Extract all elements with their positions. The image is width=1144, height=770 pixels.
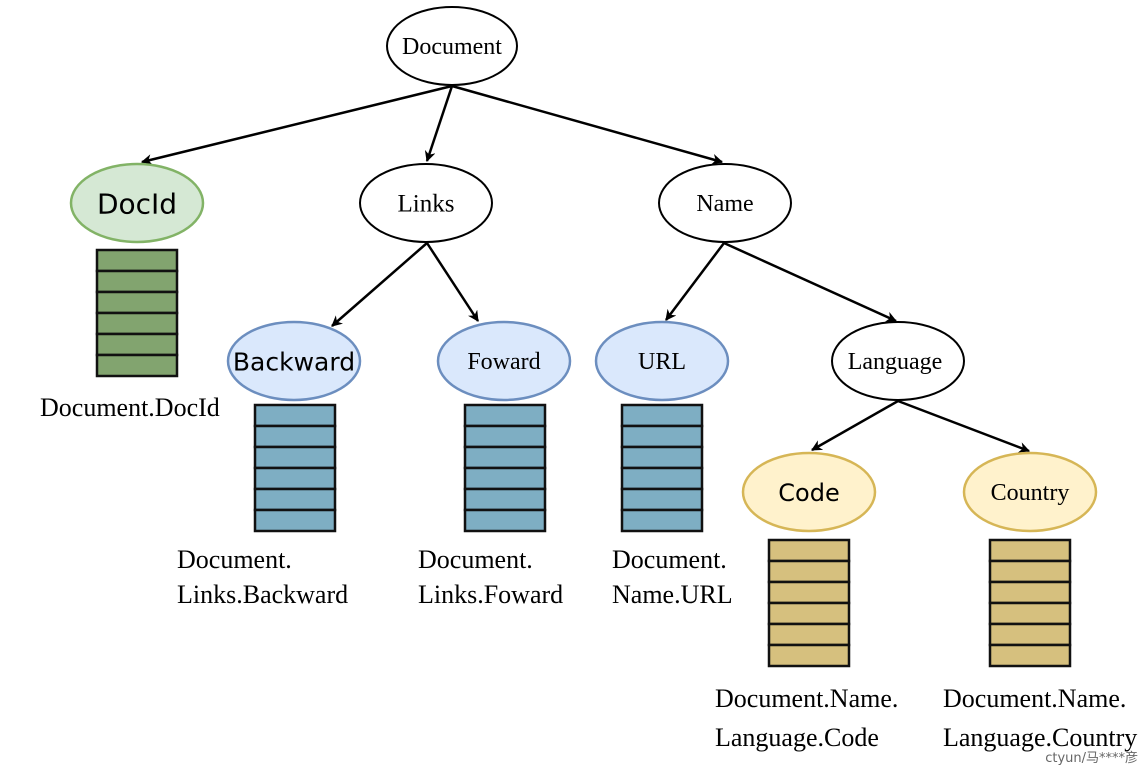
node-docid: [69, 162, 205, 244]
column-cell: [620, 403, 704, 428]
column-cell: [988, 601, 1072, 626]
column-cell: [253, 466, 337, 491]
column-cell: [95, 311, 179, 336]
column-stack-foward: [463, 403, 547, 533]
column-stack-country: [988, 538, 1072, 668]
column-cell: [95, 332, 179, 357]
node-backward: [226, 320, 362, 402]
column-cell: [463, 403, 547, 428]
column-cell: [767, 601, 851, 626]
column-cell: [767, 643, 851, 668]
path-label-country: Document.Name. Language.Country: [943, 679, 1137, 757]
column-stack-docid: [95, 248, 179, 378]
path-label-foward: Document. Links.Foward: [418, 542, 563, 612]
column-cell: [620, 424, 704, 449]
edge-document-name: [451, 84, 724, 165]
edge-name-language: [723, 241, 898, 323]
path-label-docid-line1: Document.DocId: [40, 393, 220, 422]
column-stack-code: [767, 538, 851, 668]
edge-links-foward: [425, 242, 480, 322]
node-document: [386, 6, 518, 86]
path-label-backward-line1: Document.: [177, 545, 292, 574]
column-cell: [988, 643, 1072, 668]
column-cell: [463, 508, 547, 533]
column-cell: [463, 424, 547, 449]
path-label-url-line2: Name.URL: [612, 580, 733, 609]
column-cell: [988, 559, 1072, 584]
node-name: [658, 163, 792, 243]
path-label-country-line1: Document.Name.: [943, 684, 1127, 713]
node-backward-label: Backward: [233, 348, 355, 377]
column-cell: [767, 559, 851, 584]
path-label-code: Document.Name. Language.Code: [715, 679, 898, 757]
column-cell: [988, 622, 1072, 647]
column-cell: [620, 445, 704, 470]
node-code: [741, 451, 877, 533]
column-cell: [95, 290, 179, 315]
column-cell: [988, 580, 1072, 605]
watermark: ctyun/马****彦: [1045, 751, 1138, 766]
node-links: [359, 163, 493, 243]
node-foward: [436, 320, 572, 402]
column-cell: [767, 622, 851, 647]
path-label-url-line1: Document.: [612, 545, 727, 574]
path-label-code-line2: Language.Code: [715, 723, 879, 752]
column-cell: [620, 487, 704, 512]
column-cell: [95, 353, 179, 378]
node-links-label: Links: [398, 191, 455, 218]
path-label-country-line2: Language.Country: [943, 723, 1138, 752]
column-cell: [767, 580, 851, 605]
column-cell: [620, 466, 704, 491]
column-cell: [463, 466, 547, 491]
path-label-code-line1: Document.Name.: [715, 684, 899, 713]
path-label-url: Document. Name.URL: [612, 542, 733, 612]
column-cell: [463, 445, 547, 470]
edge-document-docid: [140, 84, 453, 165]
column-cell: [620, 508, 704, 533]
column-cell: [253, 403, 337, 428]
edge-name-url: [665, 242, 725, 321]
edge-links-backward: [331, 242, 428, 327]
node-document-label: Document: [402, 34, 502, 60]
column-cell: [253, 445, 337, 470]
column-cell: [767, 538, 851, 563]
column-cell: [463, 487, 547, 512]
node-foward-label: Foward: [467, 349, 540, 375]
node-url: [594, 320, 730, 402]
column-cell: [253, 424, 337, 449]
column-stack-backward: [253, 403, 337, 533]
edge-document-links: [424, 85, 454, 163]
node-language: [831, 321, 965, 401]
path-label-foward-line1: Document.: [418, 545, 533, 574]
column-stack-url: [620, 403, 704, 533]
node-country: [962, 451, 1098, 533]
node-code-label: Code: [778, 479, 839, 507]
node-country-label: Country: [991, 480, 1070, 506]
node-docid-label: DocId: [97, 188, 177, 221]
column-cell: [95, 248, 179, 273]
column-cell: [253, 487, 337, 512]
edge-language-code: [811, 399, 899, 452]
path-label-backward: Document. Links.Backward: [177, 542, 348, 612]
node-language-label: Language: [848, 349, 943, 375]
column-cell: [988, 538, 1072, 563]
node-name-label: Name: [696, 191, 753, 217]
column-cell: [95, 269, 179, 294]
edge-language-country: [897, 399, 1031, 453]
path-label-docid: Document.DocId: [40, 390, 220, 425]
path-label-backward-line2: Links.Backward: [177, 580, 349, 609]
node-url-label: URL: [638, 349, 686, 375]
path-label-foward-line2: Links.Foward: [418, 580, 564, 609]
column-cell: [253, 508, 337, 533]
